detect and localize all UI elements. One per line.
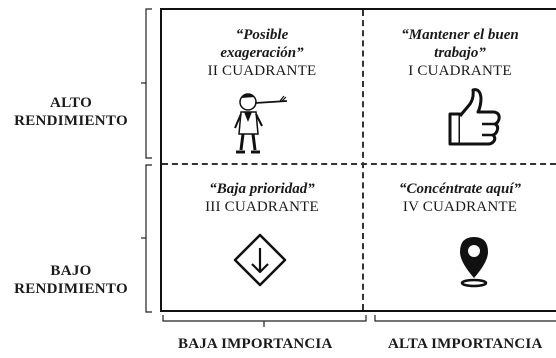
left-bracket-bottom xyxy=(141,164,152,313)
left-bracket-top xyxy=(141,8,152,159)
row-label-line2: RENDIMIENTO xyxy=(14,281,128,297)
pinocchio-icon xyxy=(234,93,288,154)
quadrant-name: III CUADRANTE xyxy=(205,199,319,215)
row-label-low-performance: BAJO RENDIMIENTO xyxy=(0,262,142,298)
quadrant-name: I CUADRANTE xyxy=(408,63,512,79)
quadrant-i: “Mantener el buen trabajo” I CUADRANTE xyxy=(362,26,556,80)
location-pin-icon xyxy=(460,237,488,288)
quadrant-quote: “Baja prioridad” xyxy=(209,181,315,197)
quadrant-quote: trabajo” xyxy=(434,45,486,61)
thumbs-up-icon xyxy=(448,88,501,146)
vertical-divider xyxy=(362,10,364,310)
quadrant-name: IV CUADRANTE xyxy=(402,199,518,215)
quadrant-quote: “Posible xyxy=(235,27,289,43)
quadrant-quote: “Mantener el buen xyxy=(401,27,519,43)
row-label-line2: RENDIMIENTO xyxy=(14,113,128,129)
quadrant-matrix: “Posible exageración” II CUADRANTE “Mant… xyxy=(160,8,556,312)
row-label-line1: ALTO xyxy=(49,95,93,111)
quadrant-quote: “Concéntrate aquí” xyxy=(398,181,522,197)
column-label-low-importance: BAJA IMPORTANCIA xyxy=(178,336,333,352)
bottom-bracket-left xyxy=(162,315,367,327)
row-label-high-performance: ALTO RENDIMIENTO xyxy=(0,94,142,130)
down-arrow-diamond-icon xyxy=(233,233,287,287)
horizontal-divider xyxy=(162,163,556,165)
quadrant-iv: “Concéntrate aquí” IV CUADRANTE xyxy=(362,180,556,216)
quadrant-name: II CUADRANTE xyxy=(207,63,317,79)
quadrant-quote: exageración” xyxy=(220,45,304,61)
column-label-high-importance: ALTA IMPORTANCIA xyxy=(388,336,543,352)
row-label-line1: BAJO xyxy=(50,263,92,279)
bottom-bracket-right xyxy=(374,315,556,322)
quadrant-ii: “Posible exageración” II CUADRANTE xyxy=(162,26,362,80)
quadrant-iii: “Baja prioridad” III CUADRANTE xyxy=(162,180,362,216)
